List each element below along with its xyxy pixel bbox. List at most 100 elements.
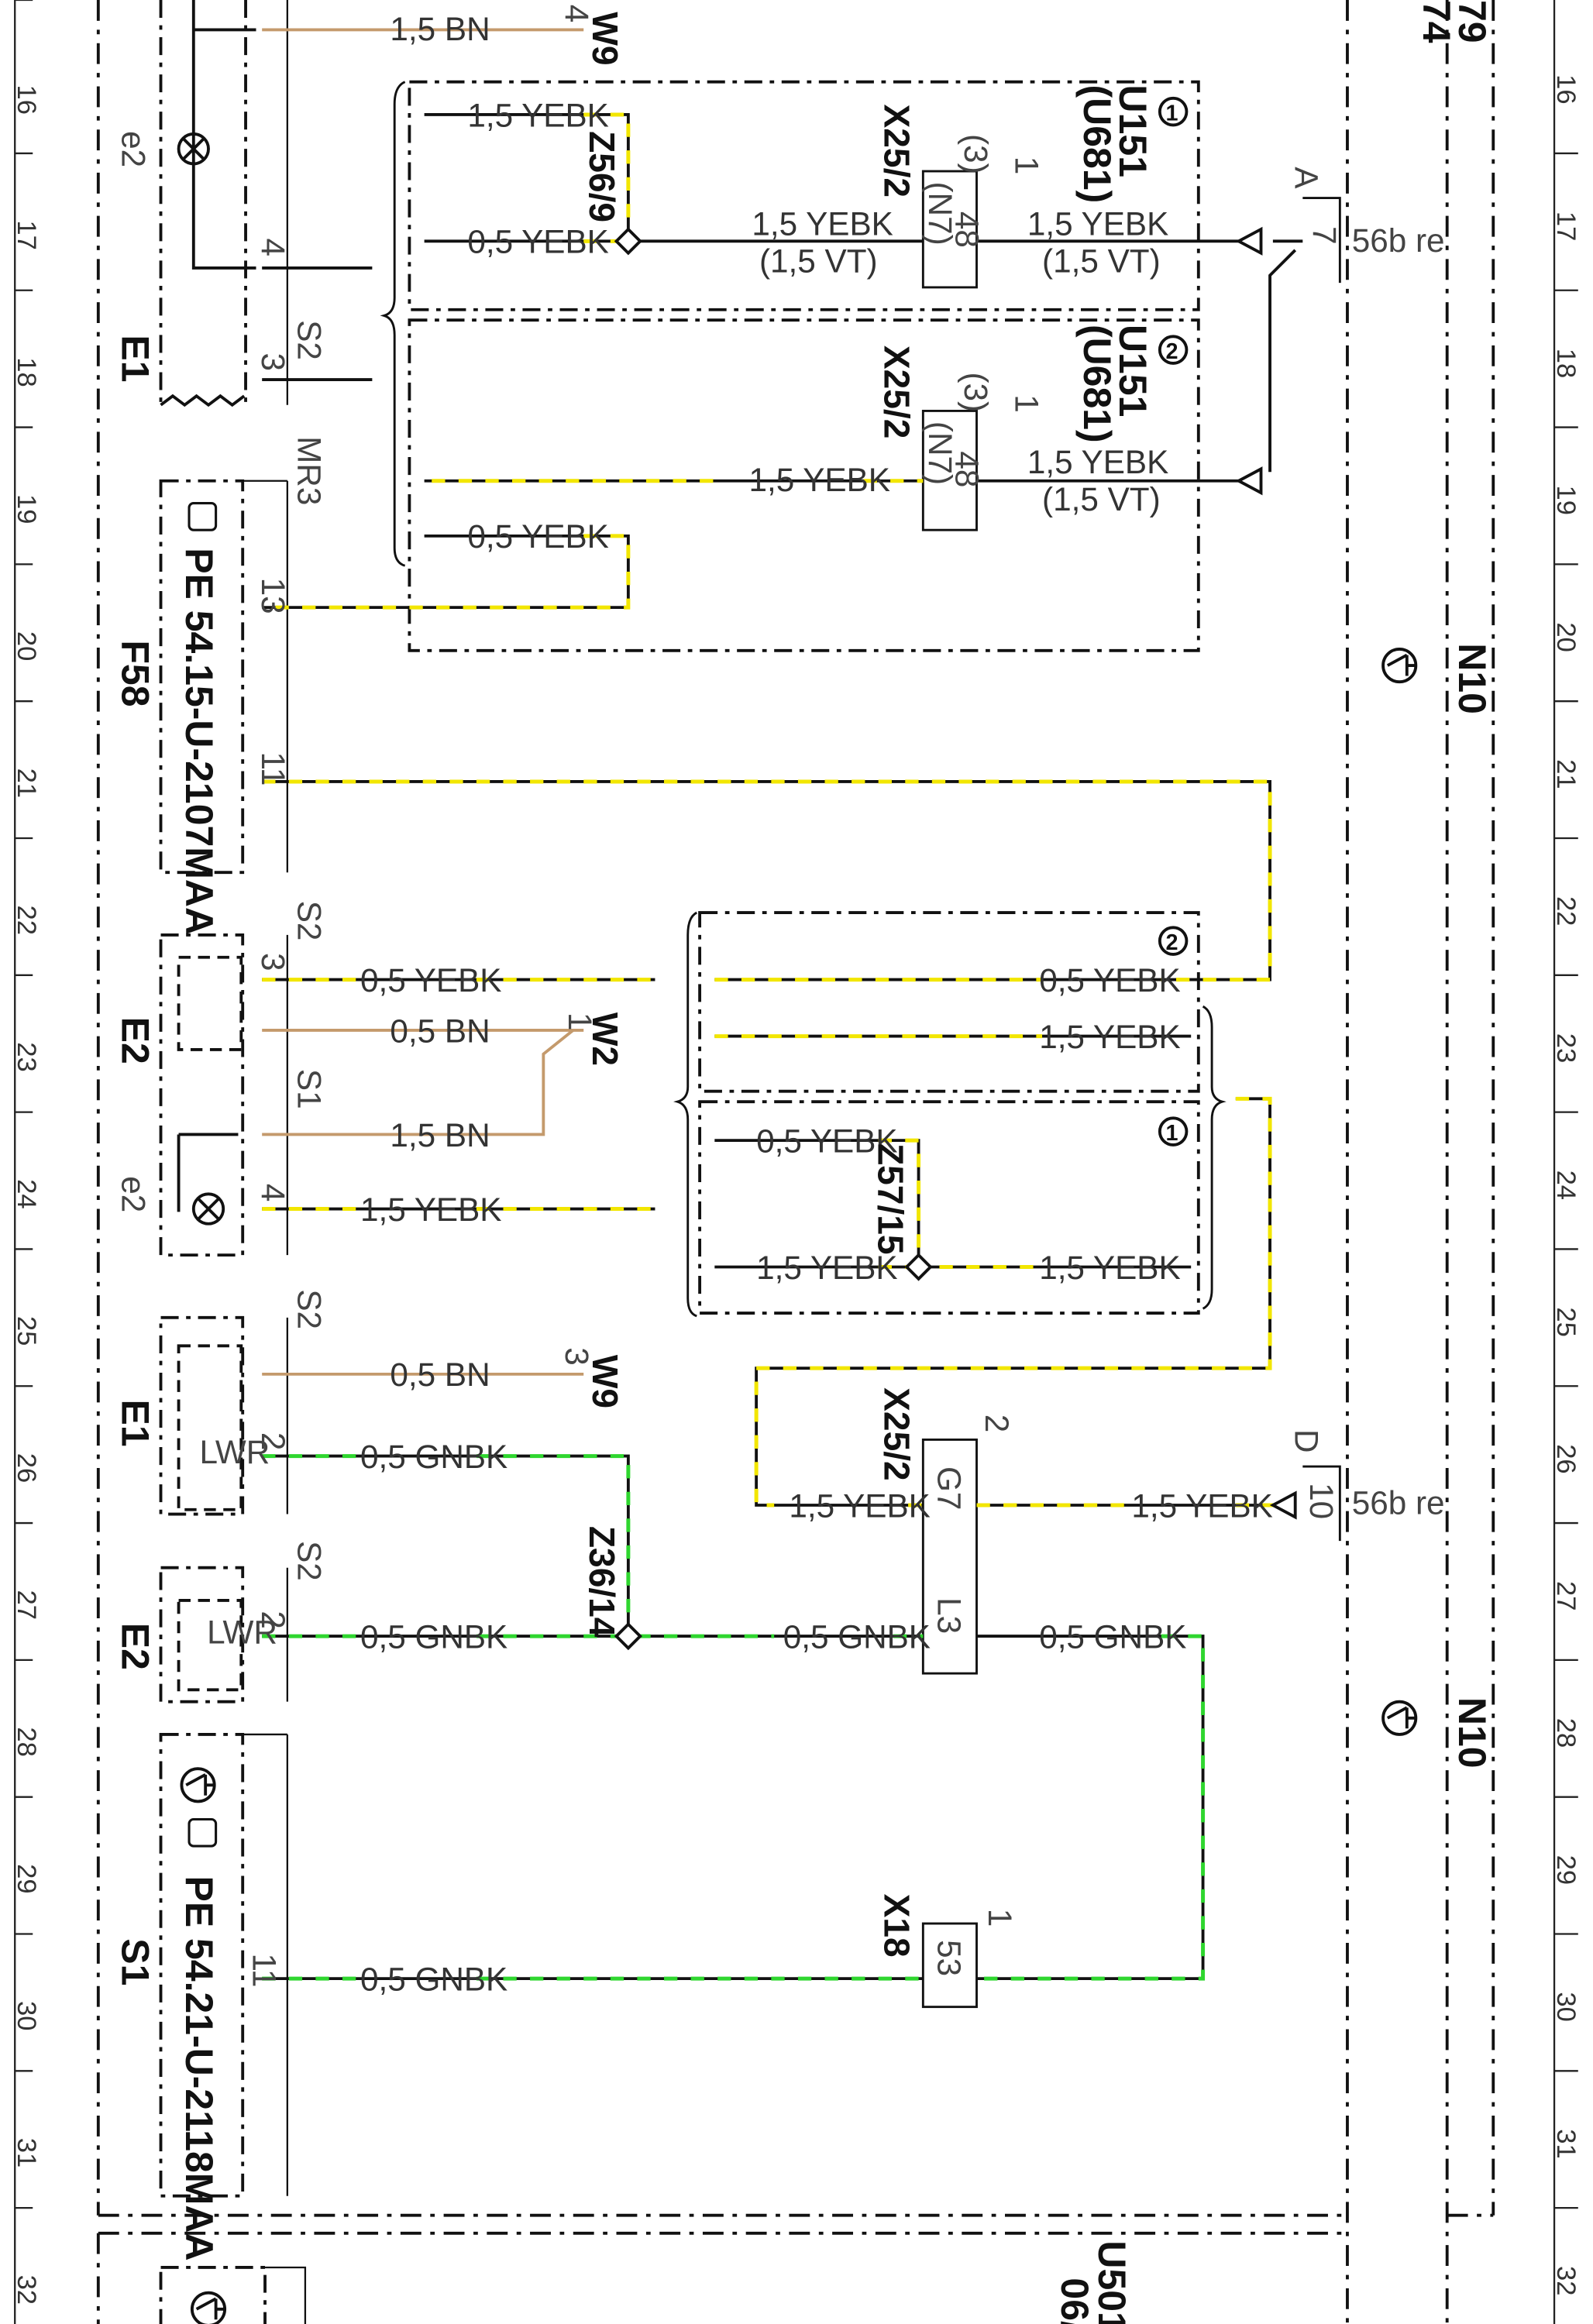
ruler-17-right: 17 — [1551, 211, 1581, 241]
wire-w9: W9 — [585, 12, 625, 65]
hand-icon — [188, 502, 218, 1848]
wire-labels: 1,5 BN 1,5 YEBK 0,5 YEBK 1,5 YEBK (1,5 V… — [360, 11, 1273, 1998]
wire-label: 1,5 YEBK — [756, 1250, 897, 1286]
wire-label: 0,5 GNBK — [360, 1618, 507, 1655]
yebk-wires-color — [262, 112, 1281, 1508]
ruler-25-left: 25 — [12, 1316, 41, 1346]
pin-number: 3 — [559, 1347, 595, 1366]
wire-label: 1,5 YEBK — [1027, 444, 1168, 480]
connector-strips — [921, 170, 1341, 2009]
ruler-26-right: 26 — [1551, 1444, 1581, 1473]
braces — [380, 81, 1227, 1318]
pin-number: 1 — [1008, 394, 1044, 413]
circled-number-icon — [1158, 96, 1189, 127]
lamp-icon — [191, 1192, 225, 1226]
circled-numbers: 1 2 2 1 — [1158, 96, 1189, 1147]
top-right-ref: 79 — [1450, 0, 1494, 43]
part-numbers: PE 54.15-U-2107MAA PE 54.21-U-2118MAA — [177, 548, 221, 2260]
pin-number: 4 — [255, 238, 291, 256]
circled-number: 1 — [1166, 1121, 1178, 1146]
component-e1: E1 — [114, 335, 157, 382]
right-ruler — [1553, 0, 1578, 2324]
component-e1: E1 — [114, 1400, 157, 1447]
circled-number: 1 — [1166, 101, 1178, 126]
brown-wires — [262, 28, 584, 1376]
gnbk-wires-base — [262, 1454, 1205, 1981]
ruler-17-left: 17 — [12, 220, 41, 249]
wire-label: 0,5 GNBK — [360, 1961, 507, 1998]
ruler-30-right: 30 — [1551, 1992, 1581, 2021]
ruler-22-right: 22 — [1551, 896, 1581, 926]
component-s1: S1 — [114, 1938, 157, 1985]
ruler-25-right: 25 — [1551, 1307, 1581, 1336]
component-u681: (U681) — [1075, 85, 1119, 204]
wire-label: 1,5 YEBK — [1131, 1487, 1272, 1524]
arrow-icon — [1235, 226, 1297, 1520]
pin-number: 10 — [1303, 1483, 1340, 1519]
s2-label: S2 — [291, 1541, 327, 1581]
transistor-icon — [1381, 648, 1418, 684]
circled-number: 2 — [1166, 339, 1178, 364]
ruler-23-right: 23 — [1551, 1033, 1581, 1063]
pin-number: 13 — [255, 578, 291, 614]
wire-label: 1,5 YEBK — [752, 206, 893, 242]
component-e2: E2 — [114, 1623, 157, 1670]
wire-label: 0,5 GNBK — [783, 1618, 931, 1655]
s2-label: S2 — [291, 901, 327, 941]
pin-number: 2 — [255, 1611, 291, 1629]
n7-label: (N7) — [922, 181, 958, 245]
u151-boxes — [408, 80, 1200, 1315]
pin-l3: L3 — [931, 1597, 968, 1634]
pin-ref-label: (3) — [958, 134, 994, 174]
connector-x25-2: X25/2 — [876, 105, 917, 198]
terminal-56b-label: 56b re — [1352, 222, 1445, 259]
ruler-27-right: 27 — [1551, 1581, 1581, 1611]
s2-label: S2 — [291, 1289, 327, 1329]
small-labels: MR3 S2 S2 S2 S2 S1 e2 e2 LWR LWR A D 56b… — [115, 5, 1445, 1988]
pin-number: 11 — [246, 1953, 283, 1987]
component-f58: F58 — [114, 640, 157, 706]
black-wires — [262, 239, 1303, 483]
component-u501: U501 — [1090, 2240, 1134, 2324]
component-u151: U151 — [1111, 85, 1154, 177]
wire-label: 0,5 YEBK — [1039, 962, 1180, 999]
ruler-21-right: 21 — [1551, 759, 1581, 789]
transistor-icon — [180, 1767, 216, 1803]
pin-53: 53 — [931, 1940, 968, 1976]
s1-label: S1 — [291, 1069, 327, 1109]
wire-label: 1,5 YEBK — [360, 1191, 501, 1228]
ruler-26-left: 26 — [12, 1453, 41, 1483]
ruler-30-left: 30 — [12, 2001, 41, 2030]
lamp-icon — [177, 132, 210, 166]
wire-label: 0,5 GNBK — [360, 1439, 507, 1475]
ruler-23-left: 23 — [12, 1042, 41, 1071]
wire-label: 1,5 YEBK — [467, 97, 608, 133]
wire-label: 1,5 YEBK — [749, 462, 890, 498]
ruler-29-left: 29 — [12, 1864, 41, 1893]
component-e2: E2 — [114, 1017, 157, 1064]
part-number: PE 54.21-U-2118MAA — [177, 1876, 221, 2261]
wire-label: (1,5 VT) — [1042, 481, 1161, 517]
splice-z57-15: Z57/15 — [871, 1143, 911, 1255]
lwr-label: LWR — [207, 1614, 277, 1651]
pin-ref-label: (3) — [958, 372, 994, 412]
ruler-24-right: 24 — [1551, 1171, 1581, 1200]
ruler-27-left: 27 — [12, 1590, 41, 1620]
wire-label: (1,5 VT) — [759, 243, 878, 280]
pin-number: 3 — [255, 953, 291, 971]
mr3-label: MR3 — [291, 436, 327, 505]
ruler-16-left: 16 — [12, 85, 41, 115]
pin-number: 7 — [1306, 226, 1343, 245]
transistor-icon — [190, 2291, 227, 2324]
wire-label: 0,5 BN — [390, 1356, 490, 1393]
pin-a-label: A — [1289, 167, 1325, 189]
ruler-32-left: 32 — [12, 2275, 41, 2305]
pin-number: 1 — [1008, 156, 1044, 175]
wire-label: (1,5 VT) — [1042, 243, 1161, 280]
circled-number-icon — [1158, 335, 1189, 365]
pin-number: 2 — [255, 1432, 291, 1451]
wire-label: 1,5 BN — [390, 1117, 490, 1153]
wire-label: 1,5 YEBK — [1027, 206, 1168, 242]
ruler-28-right: 28 — [1551, 1718, 1581, 1748]
